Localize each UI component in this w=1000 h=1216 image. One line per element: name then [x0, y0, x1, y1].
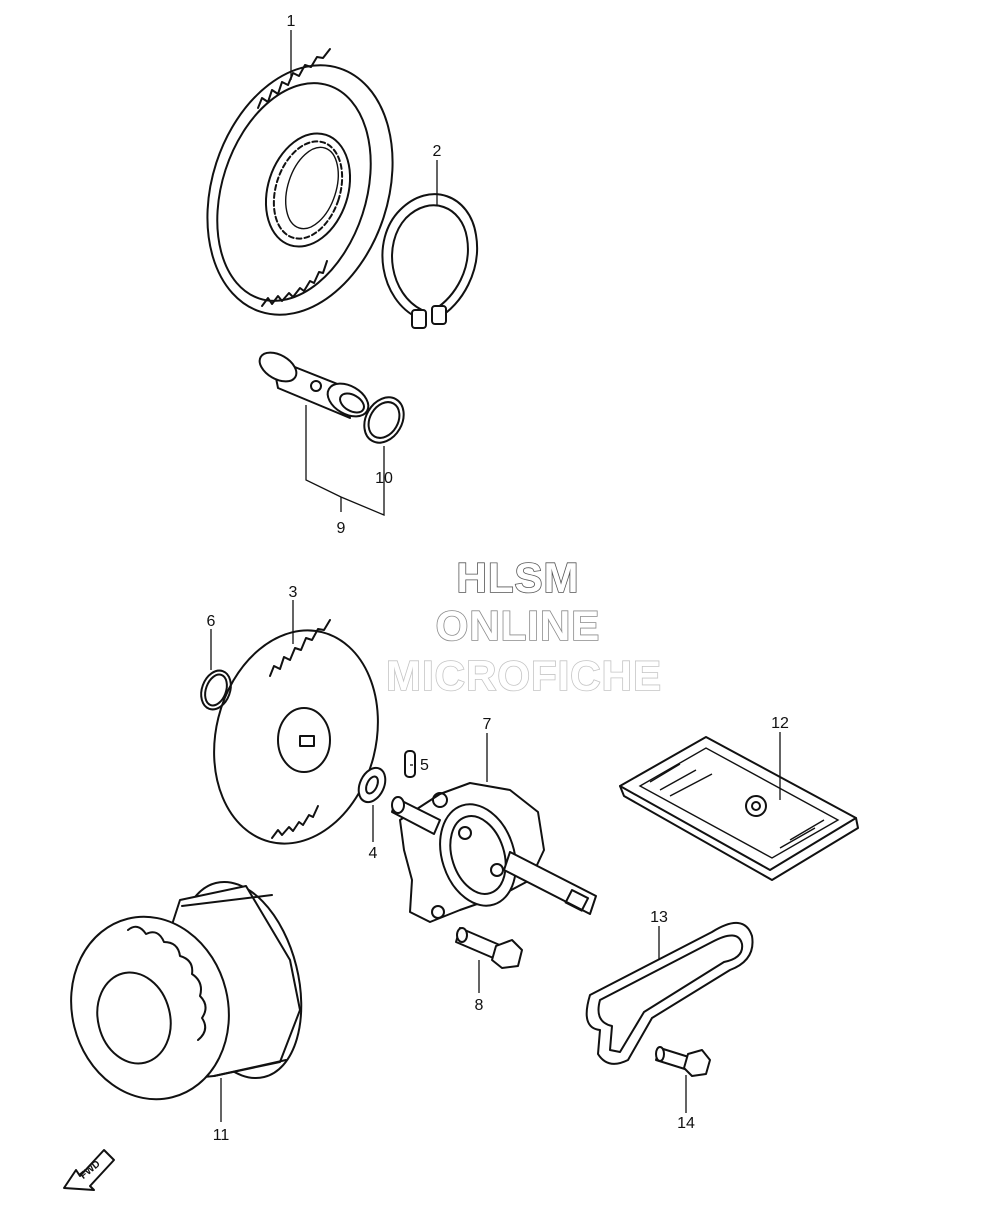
callout-10: 10 [375, 470, 393, 487]
callout-1: 1 [287, 13, 296, 30]
oil-pump-part-7 [391, 782, 597, 923]
circlip-part-2 [381, 193, 479, 329]
washer-part-4 [357, 766, 387, 804]
callout-13: 13 [650, 909, 668, 926]
callout-12: 12 [771, 715, 789, 732]
strainer-part-12 [619, 736, 859, 881]
watermark-line-1: HLSM [457, 554, 580, 601]
callout-2: 2 [433, 143, 442, 160]
watermark-line-3: MICROFICHE [386, 652, 662, 699]
gear-part-3 [213, 619, 379, 845]
shaft-part-9 [258, 351, 370, 419]
callout-numbers: 1 2 10 9 3 6 7 12 5 4 13 8 14 11 [207, 13, 789, 1144]
bolt-part-14 [655, 1046, 711, 1077]
callout-6: 6 [207, 613, 216, 630]
callout-9: 9 [337, 520, 346, 537]
watermark-line-2: ONLINE [436, 602, 601, 649]
watermark: HLSM ONLINE MICROFICHE [385, 553, 662, 700]
bolt-part-8 [455, 927, 523, 969]
callout-5: 5 [420, 757, 429, 774]
callout-4: 4 [369, 845, 378, 862]
o-ring-part-10 [363, 396, 405, 444]
callout-8: 8 [475, 997, 484, 1014]
circlip-part-6 [200, 669, 232, 711]
fwd-arrow-icon: FWD [63, 1149, 115, 1191]
bracket-part-13 [585, 922, 754, 1065]
callout-11: 11 [213, 1127, 230, 1144]
oil-filter-part-11 [70, 880, 303, 1101]
callout-7: 7 [483, 716, 492, 733]
callout-14: 14 [677, 1115, 695, 1132]
gear-part-1 [206, 48, 394, 316]
callout-3: 3 [289, 584, 298, 601]
leader-lines [210, 30, 781, 1122]
pin-part-5 [404, 750, 416, 778]
